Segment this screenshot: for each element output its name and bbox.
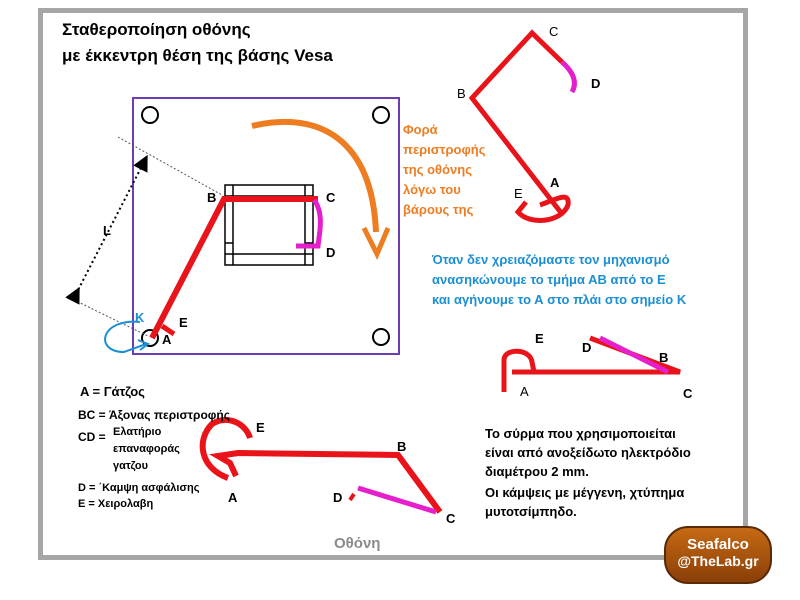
rotation-note-2: περιστροφής <box>403 142 486 157</box>
dimension-guide-bottom <box>69 297 149 337</box>
label-a-bottom: A <box>228 490 238 505</box>
label-l: L <box>103 223 111 238</box>
legend-d: D = ΄Καμψη ασφάλισης <box>78 482 200 494</box>
title-line-1: Σταθεροποίηση οθόνης <box>62 20 251 39</box>
hook-curl-bottom <box>199 417 253 481</box>
spring-bottom <box>357 485 437 515</box>
label-c-plate: C <box>326 190 336 205</box>
label-d-topright: D <box>591 76 601 91</box>
legend-bc: BC = Άξονας περιστροφής <box>78 408 230 422</box>
spring-topright <box>560 60 577 94</box>
instruction-2: ανασηκώνουμε το τμήμα ΑΒ από το Ε <box>432 272 666 287</box>
label-c-topright: C <box>549 24 559 39</box>
rotation-arrowhead <box>361 226 391 260</box>
hook-wire-main <box>149 196 318 340</box>
label-c-midright: C <box>683 386 693 401</box>
legend-cd-2: επαναφοράς <box>113 443 180 455</box>
label-a-plate: A <box>162 332 172 347</box>
legend-cd-1: Ελατήριο <box>113 426 162 438</box>
label-k: K <box>135 310 145 325</box>
diagram-frame <box>38 8 748 560</box>
label-d-midright: D <box>582 340 592 355</box>
hook-wire-topright <box>468 29 564 216</box>
logo-line-1: Seafalco <box>687 536 749 553</box>
label-e-bottom: E <box>256 420 265 435</box>
spring-midright <box>598 335 670 375</box>
rotation-arrow <box>251 119 379 233</box>
rotation-note-1: Φορά <box>403 122 438 137</box>
rotation-note-5: βάρους της <box>403 202 474 217</box>
hook-wire-bottom <box>209 449 443 514</box>
label-a-midright: A <box>520 384 529 399</box>
instruction-3: και αγήνουμε το Α στο πλάι στο σημείο Κ <box>432 292 687 307</box>
legend-e: E = Χειρολαβη <box>78 498 154 510</box>
instruction-1: Όταν δεν χρειαζόμαστε τον μηχανισμό <box>432 252 670 267</box>
rotation-note-3: της οθόνης <box>403 162 472 177</box>
label-c-bottom: C <box>446 511 456 526</box>
label-d-bottom: D <box>333 490 343 505</box>
k-blue-arrow <box>104 320 147 354</box>
label-b-midright: B <box>659 350 669 365</box>
label-b-topright: B <box>457 86 466 101</box>
label-d-plate: D <box>326 245 336 260</box>
wire-note-2: είναι από ανοξείδωτο ηλεκτρόδιο <box>485 445 691 460</box>
plate-hole-br <box>372 328 390 346</box>
hook-end-bottom <box>348 492 356 502</box>
screen-label: Οθόνη <box>334 535 381 552</box>
vesa-plate <box>132 97 400 355</box>
legend-a: A = Γάτζος <box>80 384 145 399</box>
plate-hole-bl <box>141 329 159 347</box>
label-e-midright: E <box>535 331 544 346</box>
label-a-topright: A <box>550 175 560 190</box>
label-b-bottom: B <box>397 439 407 454</box>
hook-wire-handle <box>160 323 176 337</box>
wire-note-4: Οι κάμψεις με μέγγενη, χτύπημα <box>485 485 685 500</box>
seafalco-logo: Seafalco @TheLab.gr <box>664 526 772 584</box>
title-line-2: με έκκεντρη θέση της βάσης Vesa <box>62 46 333 65</box>
label-e-topright: E <box>514 186 523 201</box>
label-b-plate: B <box>207 190 217 205</box>
legend-cd-prefix: CD = <box>78 430 106 444</box>
logo-line-2: @TheLab.gr <box>677 553 759 569</box>
plate-hole-tl <box>141 106 159 124</box>
wire-note-1: Το σύρμα που χρησιμοποιείται <box>485 426 676 441</box>
wire-note-5: μυτοτσίμπηδο. <box>485 504 577 519</box>
label-e-plate: E <box>179 315 188 330</box>
spring-cd <box>296 198 323 249</box>
k-blue-arrowhead <box>137 339 151 351</box>
wire-note-3: διαμέτρου 2 mm. <box>485 464 589 479</box>
hook-curl-midright <box>501 348 537 392</box>
hook-curl-topright <box>514 194 571 223</box>
rotation-note-4: λόγω του <box>403 182 461 197</box>
legend-cd-3: γατζου <box>113 460 149 472</box>
plate-hole-tr <box>372 106 390 124</box>
